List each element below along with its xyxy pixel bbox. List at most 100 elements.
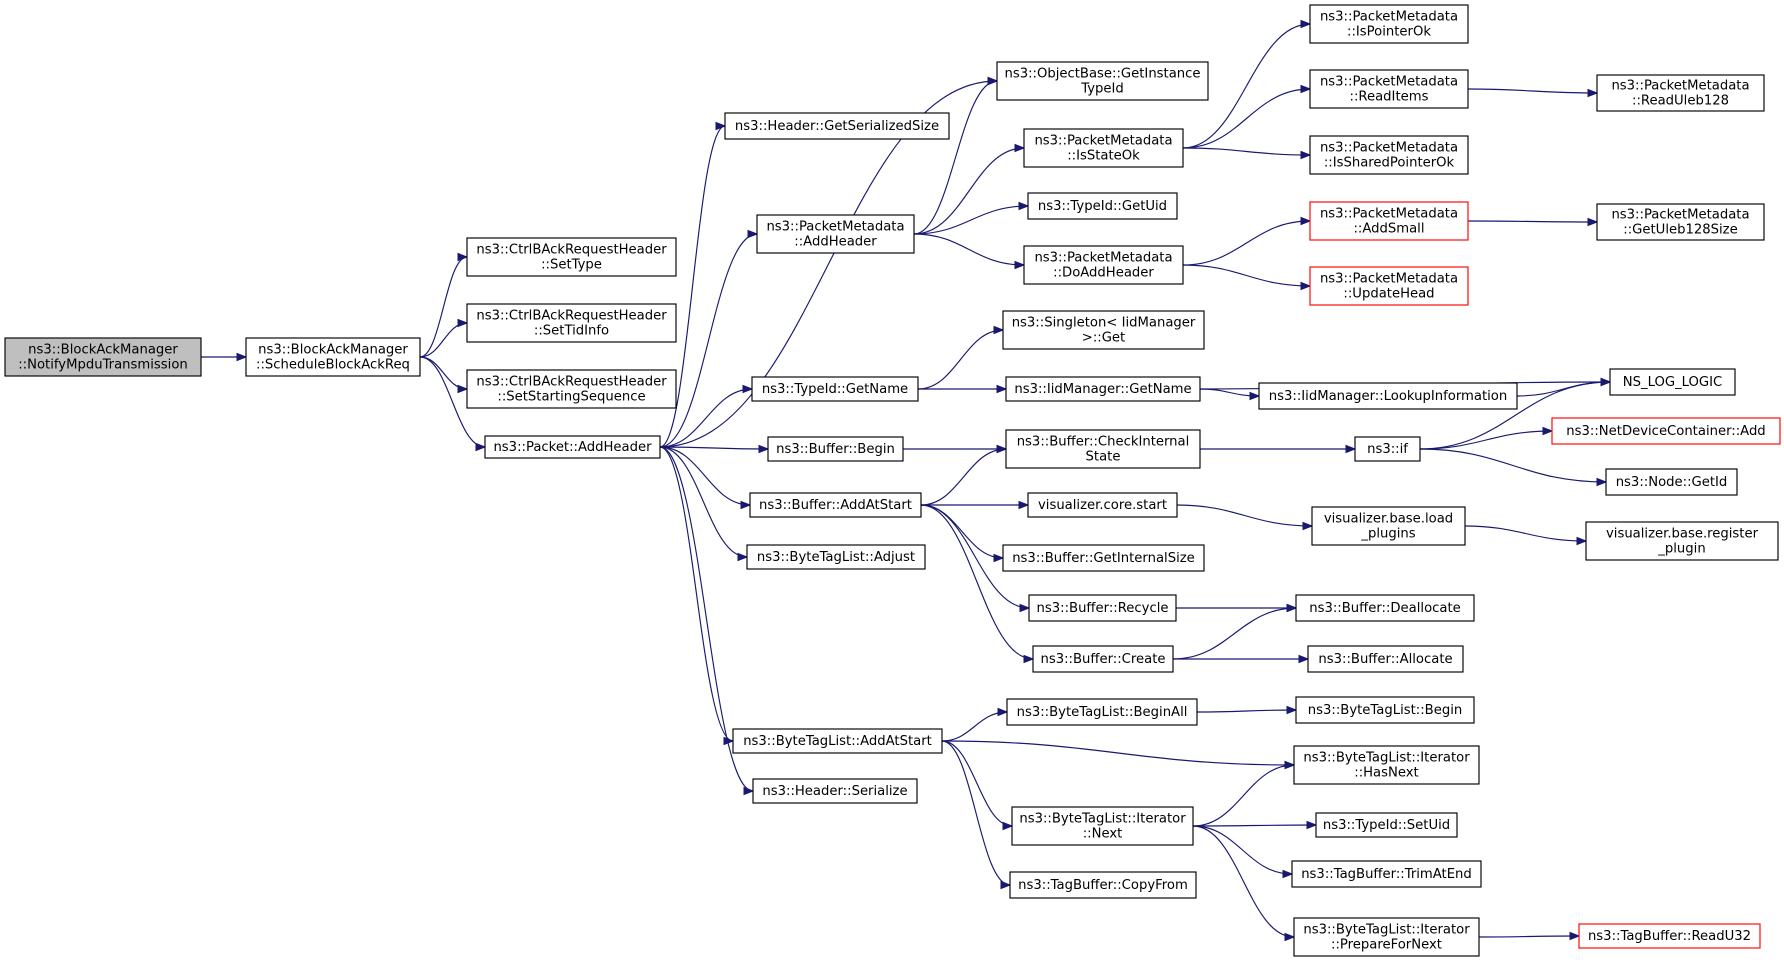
node-visualizer-base-register-plugin[interactable]: visualizer.base.register_plugin [1585, 521, 1779, 561]
arrowhead-pmaddh [747, 229, 759, 239]
node-ns3-netdevicecontainer-add[interactable]: ns3::NetDeviceContainer::Add [1551, 417, 1781, 445]
edge-btlitnext-to-btlitprep [1192, 825, 1295, 938]
node-box [749, 492, 922, 518]
node-ns3-ctrlbackrequestheader-settidinfo[interactable]: ns3::CtrlBAckRequestHeader::SetTidInfo [466, 303, 677, 343]
node-label: ns3::PacketMetadata [1320, 272, 1458, 287]
arrowhead-tidsetuid [1306, 820, 1318, 830]
node-ns3-buffer-getinternalsize[interactable]: ns3::Buffer::GetInternalSize [1002, 544, 1205, 572]
arrowhead-pmaddsm [1300, 216, 1312, 226]
node-box [996, 61, 1209, 101]
node-ns3-ctrlbackrequestheader-setstartingsequence[interactable]: ns3::CtrlBAckRequestHeader::SetStartingS… [466, 369, 677, 409]
node-ns3-ctrlbackrequestheader-settype[interactable]: ns3::CtrlBAckRequestHeader::SetType [466, 237, 677, 277]
edge-btlbegall-to-btlbegin [1196, 709, 1297, 713]
edge-iidlook-to-nslog [1516, 381, 1611, 397]
node-box [1295, 696, 1475, 724]
node-ns3-bytetaglist-addatstart[interactable]: ns3::ByteTagList::AddAtStart [732, 728, 943, 754]
node-ns-log-logic[interactable]: NS_LOG_LOGIC [1609, 368, 1736, 396]
node-ns3-iidmanager-lookupinformation[interactable]: ns3::IidManager::LookupInformation [1258, 382, 1518, 410]
node-box [724, 112, 950, 140]
node-ns3-buffer-addatstart[interactable]: ns3::Buffer::AddAtStart [749, 492, 922, 518]
node-label: ns3::ByteTagList::Adjust [757, 550, 915, 565]
node-label: ns3::PacketMetadata [1320, 207, 1458, 222]
node-ns3-iidmanager-getname[interactable]: ns3::IidManager::GetName [1005, 376, 1201, 402]
node-ns3-bytetaglist-iterator-next[interactable]: ns3::ByteTagList::Iterator::Next [1011, 806, 1194, 846]
node-box [1002, 310, 1205, 350]
node-ns3-blockackmanager-notifympdutransmission[interactable]: ns3::BlockAckManager::NotifyMpduTransmis… [4, 337, 202, 377]
node-ns3-buffer-create[interactable]: ns3::Buffer::Create [1032, 645, 1174, 673]
node-ns3-packetmetadata-readitems[interactable]: ns3::PacketMetadata::ReadItems [1309, 69, 1469, 109]
arrowhead-iidlook [1249, 391, 1261, 401]
node-ns3-tagbuffer-copyfrom[interactable]: ns3::TagBuffer::CopyFrom [1009, 871, 1197, 899]
arrowhead-pmread [1300, 84, 1312, 94]
node-ns3-bytetaglist-beginall[interactable]: ns3::ByteTagList::BeginAll [1006, 698, 1198, 726]
node-ns3-blockackmanager-scheduleblockackreq[interactable]: ns3::BlockAckManager::ScheduleBlockAckRe… [245, 337, 421, 377]
edge-nsif-to-nslog [1419, 381, 1611, 450]
node-label: ::AddSmall [1353, 222, 1424, 237]
node-ns3-if[interactable]: ns3::if [1354, 436, 1421, 462]
node-ns3-packetmetadata-isstateok[interactable]: ns3::PacketMetadata::IsStateOk [1023, 128, 1184, 168]
edge-sched-to-settid [419, 322, 468, 358]
node-ns3-typeid-setuid[interactable]: ns3::TypeId::SetUid [1315, 812, 1458, 838]
node-box [1309, 69, 1469, 109]
node-box [1293, 745, 1480, 785]
node-ns3-packetmetadata-ispointerok[interactable]: ns3::PacketMetadata::IsPointerOk [1309, 4, 1469, 44]
node-box [1027, 492, 1178, 518]
node-ns3-packetmetadata-updatehead[interactable]: ns3::PacketMetadata::UpdateHead [1309, 266, 1469, 306]
node-label: ns3::TagBuffer::ReadU32 [1588, 929, 1751, 944]
node-label: ns3::ByteTagList::BeginAll [1017, 705, 1188, 720]
node-ns3-packet-addheader[interactable]: ns3::Packet::AddHeader [484, 435, 661, 459]
node-visualizer-base-load-plugins[interactable]: visualizer.base.load_plugins [1311, 506, 1466, 546]
edge-bufaddst-to-bufrec [920, 504, 1030, 609]
node-label: ns3::Buffer::Create [1040, 652, 1165, 667]
node-ns3-header-serialize[interactable]: ns3::Header::Serialize [752, 778, 918, 804]
edge-pktaddh-to-hser [659, 446, 754, 792]
node-ns3-bytetaglist-adjust[interactable]: ns3::ByteTagList::Adjust [746, 544, 926, 570]
node-box [1005, 429, 1201, 469]
edge-pmaddh-to-tiduid [913, 205, 1029, 235]
node-ns3-typeid-getname[interactable]: ns3::TypeId::GetName [751, 376, 919, 402]
node-box [1291, 860, 1482, 888]
arrowhead-pmptr [1300, 19, 1312, 29]
arrowhead-tidgn [742, 384, 754, 394]
arrowhead-nslog [1600, 377, 1612, 387]
node-ns3-buffer-recycle[interactable]: ns3::Buffer::Recycle [1028, 594, 1177, 622]
node-label: ns3::PacketMetadata [1034, 134, 1172, 149]
node-ns3-packetmetadata-addheader[interactable]: ns3::PacketMetadata::AddHeader [756, 214, 915, 254]
node-visualizer-core-start[interactable]: visualizer.core.start [1027, 492, 1178, 518]
node-label: >::Get [1082, 331, 1125, 346]
node-label: ns3::ByteTagList::Iterator [1303, 923, 1470, 938]
node-ns3-typeid-getuid[interactable]: ns3::TypeId::GetUid [1027, 192, 1178, 220]
node-ns3-buffer-deallocate[interactable]: ns3::Buffer::Deallocate [1295, 594, 1475, 622]
edge-btlitnext-to-tidsetuid [1192, 824, 1317, 827]
node-label: ns3::PacketMetadata [1611, 208, 1749, 223]
node-box [756, 214, 915, 254]
node-ns3-buffer-begin[interactable]: ns3::Buffer::Begin [767, 436, 904, 462]
node-label: ns3::PacketMetadata [1320, 141, 1458, 156]
edge-pmaddh-to-objbase [913, 80, 998, 235]
node-ns3-tagbuffer-readu32[interactable]: ns3::TagBuffer::ReadU32 [1578, 923, 1761, 949]
node-ns3-bytetaglist-iterator-hasnext[interactable]: ns3::ByteTagList::Iterator::HasNext [1293, 745, 1480, 785]
node-box [1023, 245, 1184, 285]
node-ns3-packetmetadata-readuleb128[interactable]: ns3::PacketMetadata::ReadUleb128 [1596, 74, 1765, 112]
node-ns3-packetmetadata-doaddheader[interactable]: ns3::PacketMetadata::DoAddHeader [1023, 245, 1184, 285]
node-box [1596, 203, 1765, 241]
node-ns3-node-getid[interactable]: ns3::Node::GetId [1605, 468, 1738, 496]
node-label: ns3::Buffer::Recycle [1037, 601, 1169, 616]
node-ns3-singleton-iidmanager-get[interactable]: ns3::Singleton< IidManager>::Get [1002, 310, 1205, 350]
node-box [1011, 806, 1194, 846]
node-ns3-packetmetadata-addsmall[interactable]: ns3::PacketMetadata::AddSmall [1309, 201, 1469, 241]
edge-pmaddsm-to-pmgetuleb [1467, 220, 1598, 223]
node-ns3-packetmetadata-getuleb128size[interactable]: ns3::PacketMetadata::GetUleb128Size [1596, 203, 1765, 241]
node-label: ns3::PacketMetadata [1034, 251, 1172, 266]
node-ns3-packetmetadata-issharedpointerok[interactable]: ns3::PacketMetadata::IsSharedPointerOk [1309, 135, 1469, 175]
node-ns3-tagbuffer-trimatend[interactable]: ns3::TagBuffer::TrimAtEnd [1291, 860, 1482, 888]
edge-nsif-to-nodegetid [1419, 448, 1607, 483]
node-label: TypeId [1080, 82, 1124, 97]
edge-pmaddh-to-pmstate [913, 147, 1025, 235]
node-ns3-bytetaglist-iterator-preparefornext[interactable]: ns3::ByteTagList::Iterator::PrepareForNe… [1293, 917, 1480, 957]
node-ns3-bytetaglist-begin[interactable]: ns3::ByteTagList::Begin [1295, 696, 1475, 724]
node-ns3-header-getserializedsize[interactable]: ns3::Header::GetSerializedSize [724, 112, 950, 140]
node-ns3-buffer-allocate[interactable]: ns3::Buffer::Allocate [1307, 645, 1464, 673]
